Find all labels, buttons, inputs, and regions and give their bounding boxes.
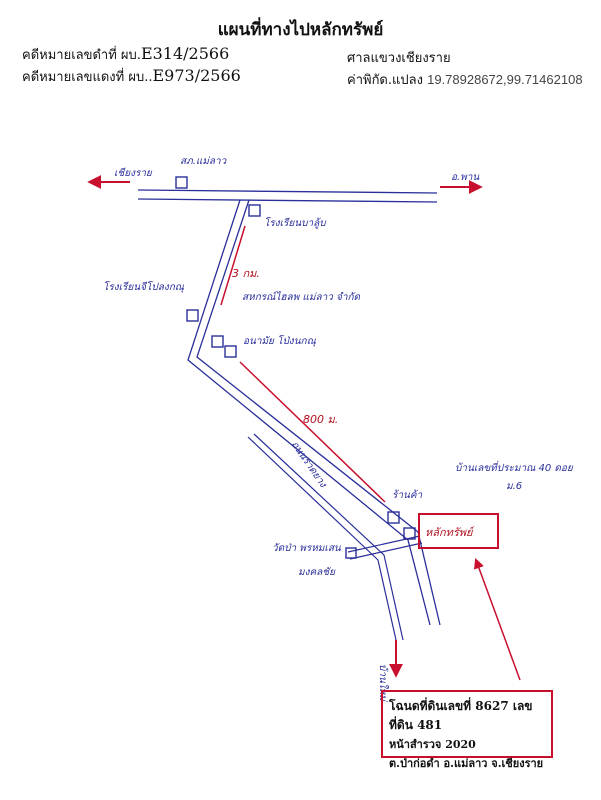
monument-label-line1: วัดป่า พรหมเสน (272, 543, 342, 554)
shop-square (387, 511, 400, 524)
property-box (418, 513, 499, 549)
red-case-line: คดีหมายเลขแดงที่ ผบ..E973/2566 (22, 66, 241, 87)
agri-coop-label: สหกรณ์ไฮลพ แม่ลาว จำกัด (242, 291, 361, 303)
coordinate-value: 19.78928672,99.71462108 (427, 72, 583, 87)
court-name: ศาลแขวงเชียงราย (347, 51, 451, 66)
village-label-line2: ม.6 (506, 481, 522, 492)
deed-info-box: โฉนดที่ดินเลขที่ 8627 เลขที่ดิน 481 หน้า… (381, 690, 553, 770)
black-case-line: คดีหมายเลขดำที่ ผบ.E314/2566 (22, 44, 229, 65)
road-name-label: ถนนราดยาง (289, 439, 329, 490)
coop-square (186, 309, 199, 322)
health-center-label: อนามัย โป่งนกณุ (243, 335, 317, 347)
black-case-number: E314/2566 (140, 44, 230, 63)
property-label: หลักทรัพย์ (425, 526, 476, 539)
shop-square-2 (403, 527, 416, 540)
coordinate-label: ค่าพิกัด.แปลง (347, 73, 423, 88)
branch-road (187, 199, 441, 626)
village-label-line1: บ้านเลขที่ประมาณ 40 ดอย (455, 460, 574, 474)
monument-label-line2: มงคลชัย (298, 567, 336, 578)
distance-1-label: 3 กม. (232, 267, 260, 280)
district-office-label: สภ.แม่ลาว (180, 156, 228, 167)
shop-label: ร้านค้า (392, 489, 423, 501)
coordinate-line: ค่าพิกัด.แปลง 19.78928672,99.71462108 (347, 69, 583, 90)
school-top-square (248, 204, 261, 217)
red-case-number: E973/2566 (152, 66, 241, 85)
district-office-square (175, 176, 188, 189)
distance-1-arrow (220, 225, 246, 306)
red-case-label: คดีหมายเลขแดงที่ ผบ.. (22, 70, 153, 85)
south-destination-label: บ้านใหม่ (377, 664, 389, 703)
school-left-label: โรงเรียนจีโปลงกณุ (103, 281, 185, 293)
deed-line-2: หน้าสำรวจ 2020 (389, 738, 476, 751)
distance-2-label: 800 ม. (303, 413, 338, 426)
black-case-label: คดีหมายเลขดำที่ ผบ. (22, 48, 141, 63)
property-pointer-arrow (473, 558, 521, 681)
monument-square (345, 547, 357, 559)
secondary-road (247, 433, 423, 641)
health-square-1 (211, 335, 224, 348)
landmark-squares (175, 176, 416, 559)
main-highway (137, 189, 438, 203)
map-title: แผนที่ทางไปหลักทรัพย์ (217, 20, 384, 40)
deed-line-1: โฉนดที่ดินเลขที่ 8627 เลขที่ดิน 481 (389, 699, 533, 732)
health-square-2 (224, 345, 237, 358)
distance-2-arrow (239, 361, 386, 503)
west-destination-label: เชียงราย (114, 167, 153, 179)
east-destination-label: อ.พาน (451, 172, 480, 183)
deed-line-3: ต.ป่าก่อดำ อ.แม่ลาว จ.เชียงราย (389, 757, 544, 770)
school-top-label: โรงเรียนบาลู้บ (264, 217, 327, 229)
